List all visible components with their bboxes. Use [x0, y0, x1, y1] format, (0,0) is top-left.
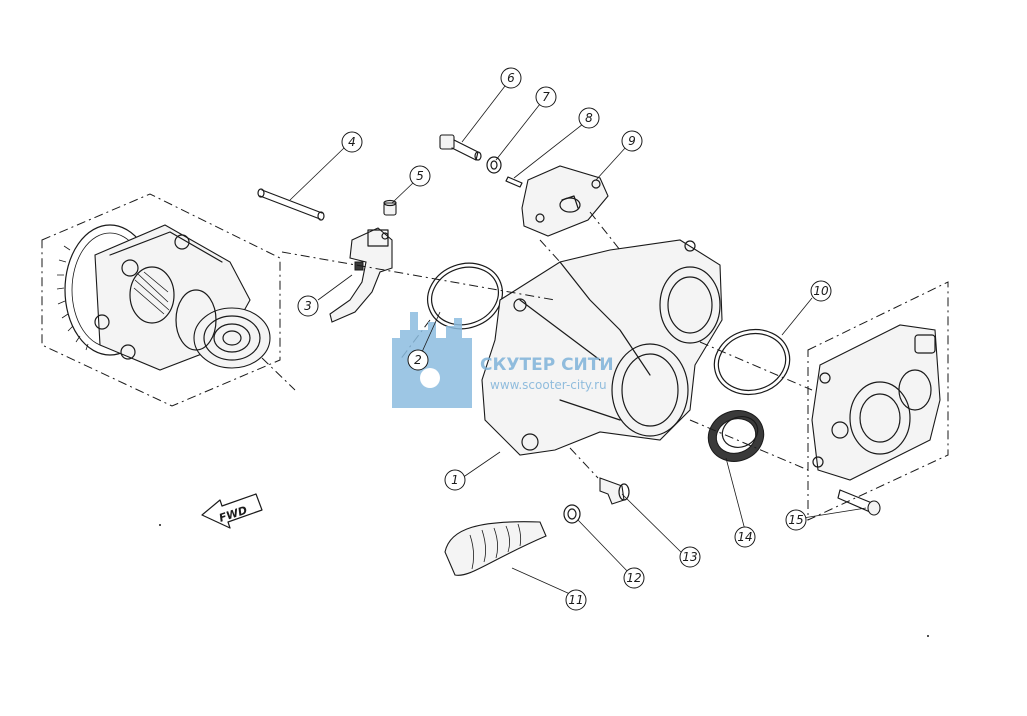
shift-cover-plate	[521, 165, 609, 237]
washer	[486, 156, 502, 174]
shift-fork	[329, 227, 393, 323]
callout-12: 12	[623, 567, 645, 589]
svg-text:12: 12	[626, 571, 641, 585]
svg-text:15: 15	[788, 513, 803, 527]
breather-fitting	[599, 477, 630, 505]
callout-3: 3	[297, 295, 319, 317]
callout-13: 13	[679, 546, 701, 568]
oil-seal	[707, 410, 765, 462]
fwd-direction-arrow: FWD	[201, 493, 263, 529]
callout-10: 10	[810, 280, 832, 302]
callout-7: 7	[535, 86, 557, 108]
callout-4: 4	[341, 131, 363, 153]
speck	[927, 635, 929, 637]
callout-14: 14	[734, 526, 756, 548]
svg-text:11: 11	[568, 593, 583, 607]
callout-11: 11	[565, 589, 587, 611]
svg-text:4: 4	[348, 135, 356, 149]
callout-2: 2	[407, 349, 429, 371]
watermark: СКУТЕР СИТИ www.scooter-city.ru	[392, 312, 614, 408]
breather-hose	[444, 521, 547, 576]
bushing	[383, 199, 397, 216]
callout-1: 1	[444, 469, 466, 491]
o-ring-large	[713, 328, 791, 396]
svg-text:8: 8	[585, 111, 593, 125]
callout-9: 9	[621, 130, 643, 152]
svg-text:5: 5	[416, 169, 424, 183]
watermark-title: СКУТЕР СИТИ	[480, 355, 614, 375]
svg-text:2: 2	[414, 353, 422, 367]
callout-8: 8	[578, 107, 600, 129]
svg-text:13: 13	[682, 550, 697, 564]
gear-cover-assembly	[807, 281, 949, 521]
speck	[159, 524, 161, 526]
bolt	[439, 134, 482, 161]
leader-lines	[289, 85, 867, 595]
callout-15: 15	[785, 509, 807, 531]
gearbox-housing	[481, 239, 723, 456]
svg-text:7: 7	[542, 90, 550, 104]
callout-6: 6	[500, 67, 522, 89]
hose-clamp	[563, 504, 581, 524]
watermark-url: www.scooter-city.ru	[490, 378, 607, 392]
cover-bolt	[837, 489, 881, 516]
svg-text:1: 1	[451, 473, 459, 487]
watermark-city-logo	[392, 312, 472, 408]
svg-text:9: 9	[628, 134, 636, 148]
callout-5: 5	[409, 165, 431, 187]
o-ring-small	[427, 262, 503, 330]
differential-assembly	[41, 193, 281, 407]
pin	[505, 176, 523, 188]
svg-text:10: 10	[813, 284, 829, 298]
shift-shaft	[257, 188, 325, 221]
svg-text:6: 6	[507, 71, 515, 85]
fwd-label: FWD	[217, 504, 248, 525]
svg-text:14: 14	[737, 530, 752, 544]
svg-text:3: 3	[304, 299, 312, 313]
